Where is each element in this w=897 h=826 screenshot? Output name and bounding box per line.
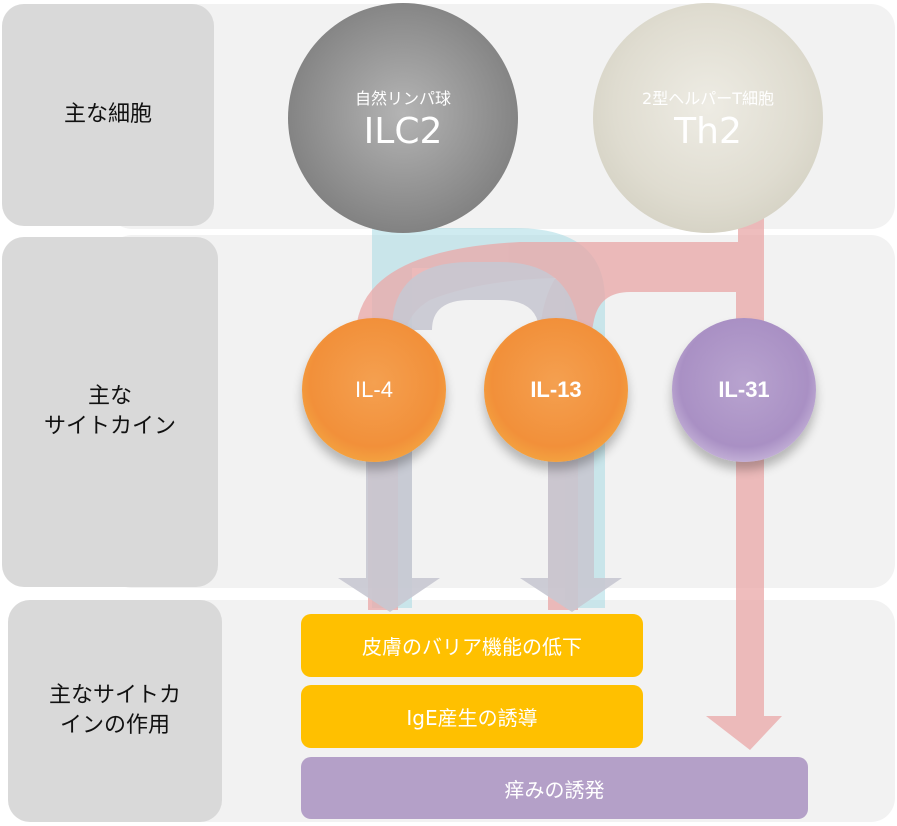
cytokines-row-label-line1: 主な — [87, 384, 132, 410]
il13-cytokine: IL-13 — [484, 318, 628, 462]
gray-flow — [338, 262, 622, 612]
il31-label: IL-31 — [718, 377, 770, 402]
effect-ige: IgE産生の誘導 — [301, 685, 643, 748]
effect-ige-label: IgE産生の誘導 — [406, 706, 538, 730]
cytokines-row-label: 主な サイトカイン — [2, 237, 218, 587]
ilc2-name: ILC2 — [363, 110, 443, 152]
effects-row-label-line2: インの作用 — [59, 713, 170, 738]
il31-cytokine: IL-31 — [672, 318, 816, 462]
effect-barrier: 皮膚のバリア機能の低下 — [301, 614, 643, 677]
th2-cell: 2型ヘルパーT細胞 Th2 — [593, 3, 823, 233]
effects-row-label: 主なサイトカ インの作用 — [8, 600, 222, 822]
th2-name: Th2 — [674, 110, 742, 152]
th2-sub-label: 2型ヘルパーT細胞 — [642, 88, 774, 108]
cells-row-label-text: 主な細胞 — [63, 102, 152, 128]
ilc2-cell: 自然リンパ球 ILC2 — [288, 3, 518, 233]
effects-row-label-line1: 主なサイトカ — [48, 683, 181, 709]
cells-row-label: 主な細胞 — [2, 4, 214, 226]
effect-itch: 痒みの誘発 — [301, 757, 808, 819]
effect-itch-label: 痒みの誘発 — [504, 777, 605, 802]
il13-label: IL-13 — [530, 377, 582, 402]
il4-cytokine: IL-4 — [302, 318, 446, 462]
cytokines-row-label-line2: サイトカイン — [43, 414, 176, 439]
ilc2-sub-label: 自然リンパ球 — [354, 88, 451, 108]
effect-barrier-label: 皮膚のバリア機能の低下 — [362, 635, 582, 659]
il4-label: IL-4 — [355, 377, 393, 402]
